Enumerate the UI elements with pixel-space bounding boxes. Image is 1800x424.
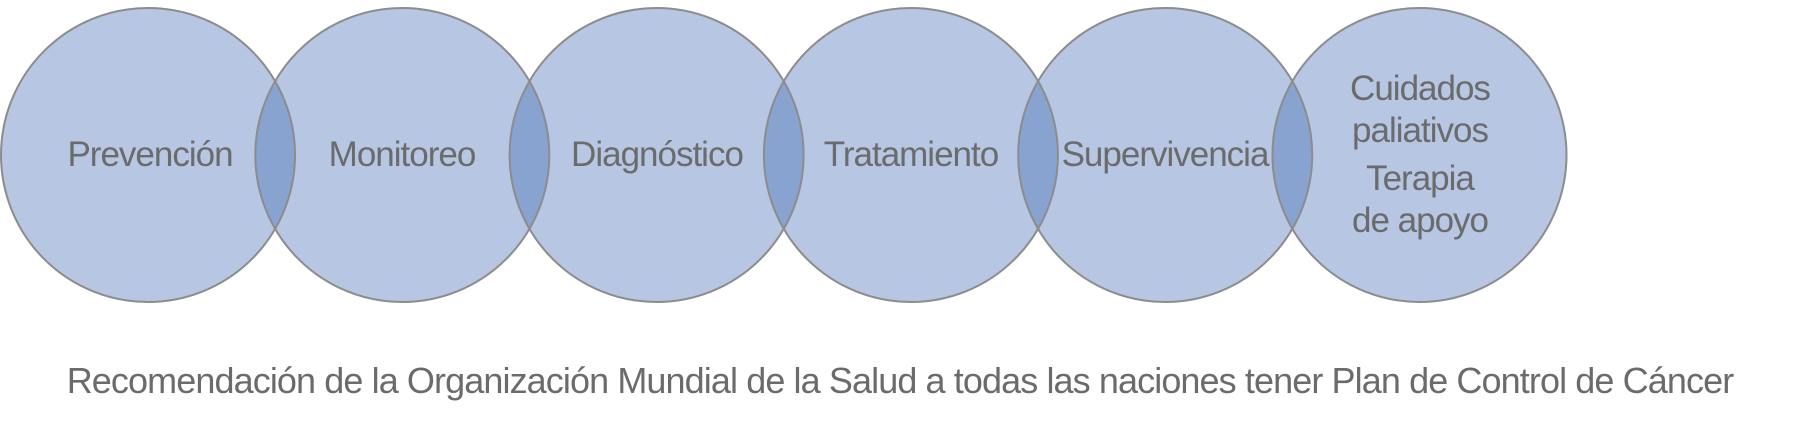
stage-prevencion: Prevención (67, 135, 233, 174)
stage-diagnostico: Diagnóstico (571, 135, 744, 174)
stage-circle-outline (762, 7, 1059, 303)
stage-circle (1, 8, 295, 302)
stage-circle-outline (508, 7, 805, 303)
stage-circle (1272, 8, 1567, 302)
stage-line: Terapia (1366, 159, 1475, 198)
stage-line: paliativos (1352, 111, 1489, 150)
stage-supervivencia: Supervivencia (1061, 135, 1270, 174)
stage-monitoreo: Monitoreo (328, 135, 477, 174)
stage-cuidados-paliativos: Cuidados paliativos Terapia de apoyo (1275, 68, 1565, 242)
stage-circle-outline (0, 7, 296, 303)
caption: Recomendación de la Organización Mundial… (66, 360, 1734, 401)
stage-circle-outline (254, 7, 551, 303)
stage-circle-outline (1017, 7, 1314, 303)
stage-line: de apoyo (1351, 201, 1489, 240)
stage-circle (1018, 8, 1313, 302)
stage-line: Cuidados (1350, 69, 1491, 108)
stage-circle (255, 8, 550, 302)
stage-circle (763, 8, 1058, 302)
stage-circle-outline (1271, 7, 1568, 303)
stage-circle (509, 8, 804, 302)
stage-tratamiento: Tratamiento (823, 135, 999, 174)
